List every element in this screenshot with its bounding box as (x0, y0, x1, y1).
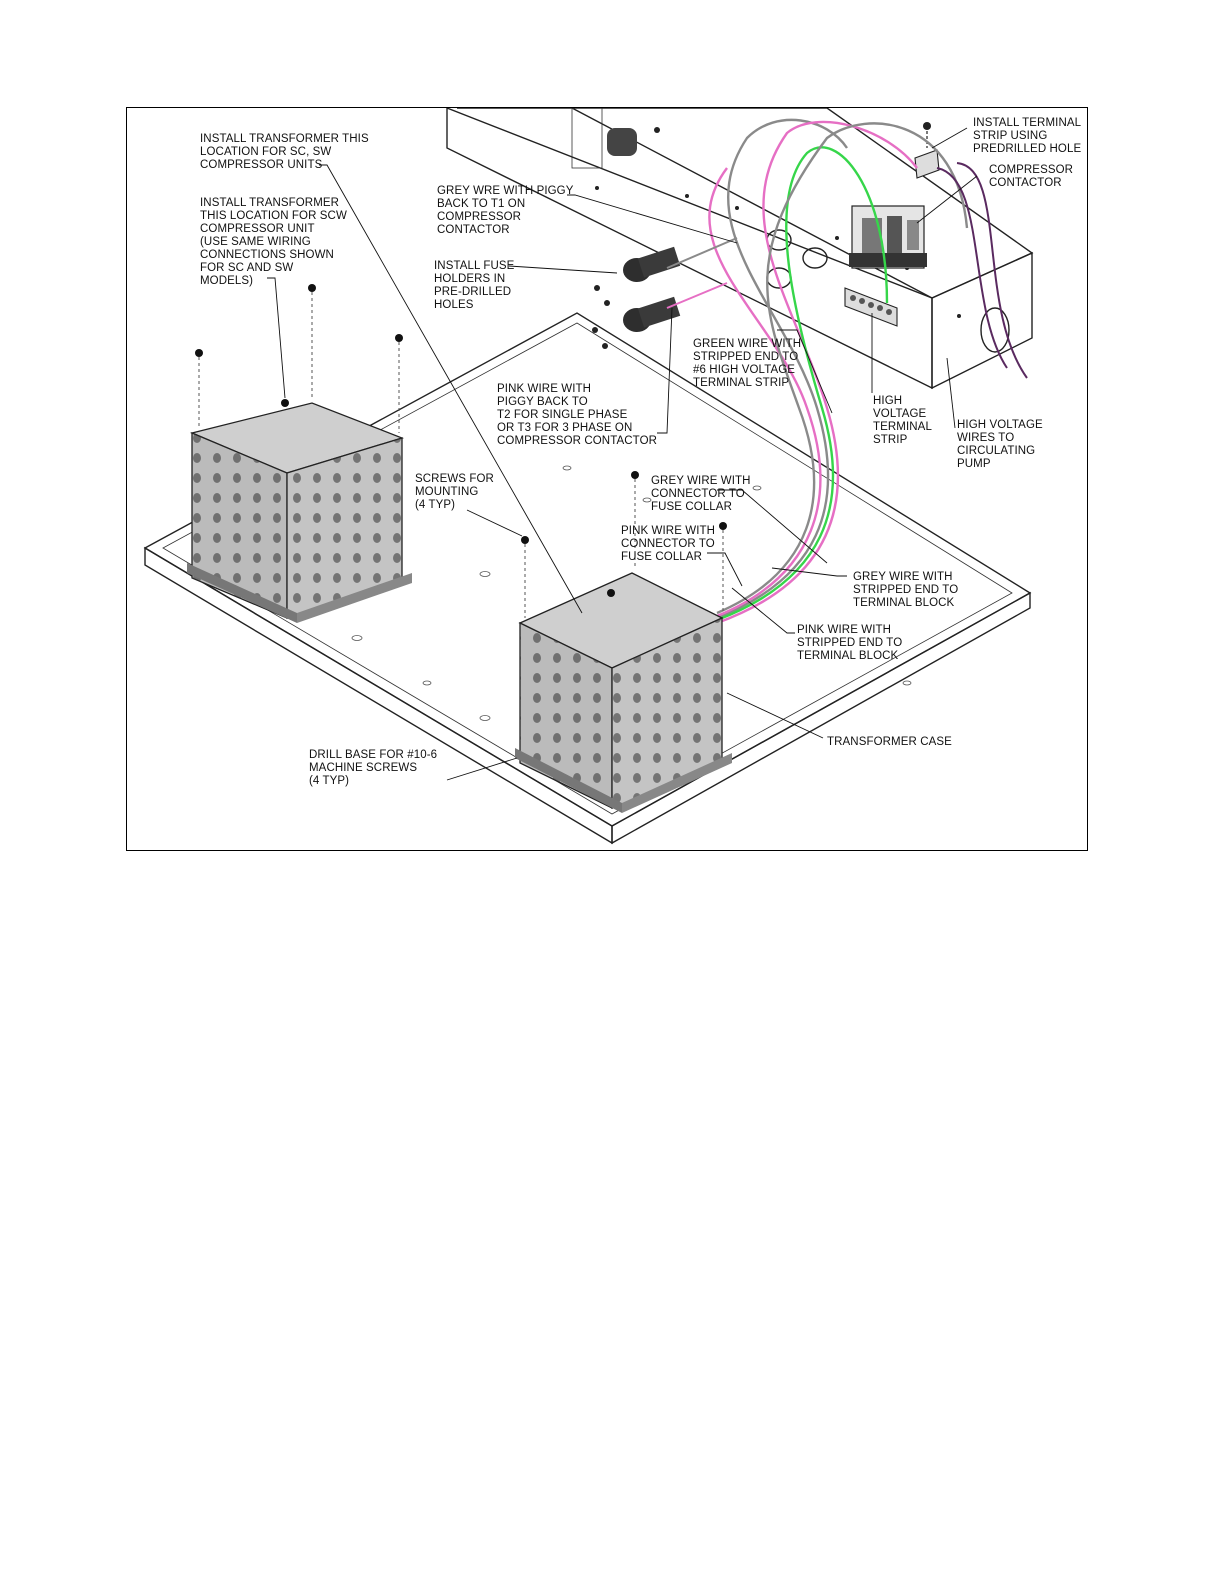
svg-text:COMPRESSOR: COMPRESSOR (437, 211, 521, 223)
svg-text:INSTALL TERMINAL: INSTALL TERMINAL (973, 117, 1082, 129)
wire-harness (666, 118, 1028, 625)
svg-text:STRIPPED END TO: STRIPPED END TO (693, 351, 798, 363)
svg-text:COMPRESSOR CONTACTOR: COMPRESSOR CONTACTOR (497, 435, 657, 447)
callout-drill-base: DRILL BASE FOR #10-6 MACHINE SCREWS (4 T… (309, 749, 437, 787)
svg-text:HIGH VOLTAGE: HIGH VOLTAGE (957, 419, 1043, 431)
svg-text:CONNECTIONS SHOWN: CONNECTIONS SHOWN (200, 249, 334, 261)
svg-text:#6 HIGH VOLTAGE: #6 HIGH VOLTAGE (693, 364, 795, 376)
callout-terminal-strip-install: INSTALL TERMINAL STRIP USING PREDRILLED … (973, 117, 1082, 155)
svg-text:PIGGY BACK TO: PIGGY BACK TO (497, 396, 588, 408)
svg-text:(USE SAME WIRING: (USE SAME WIRING (200, 236, 311, 248)
svg-text:SCREWS FOR: SCREWS FOR (415, 473, 494, 485)
svg-text:(4 TYP): (4 TYP) (415, 499, 455, 511)
svg-text:TRANSFORMER CASE: TRANSFORMER CASE (827, 736, 952, 748)
svg-text:COMPRESSOR UNIT: COMPRESSOR UNIT (200, 223, 315, 235)
svg-text:PINK WIRE WITH: PINK WIRE WITH (621, 525, 715, 537)
svg-text:PRE-DRILLED: PRE-DRILLED (434, 286, 511, 298)
svg-text:STRIPPED END TO: STRIPPED END TO (797, 637, 902, 649)
svg-text:FUSE COLLAR: FUSE COLLAR (651, 501, 732, 513)
callout-fuse-holders: INSTALL FUSE HOLDERS IN PRE-DRILLED HOLE… (434, 260, 515, 311)
svg-text:WIRES TO: WIRES TO (957, 432, 1014, 444)
svg-text:COMPRESSOR UNITS: COMPRESSOR UNITS (200, 159, 323, 171)
svg-text:HIGH: HIGH (873, 395, 902, 407)
callout-transformer-scw: INSTALL TRANSFORMER THIS LOCATION FOR SC… (200, 197, 347, 287)
fuse-holder-upper (623, 246, 681, 282)
svg-text:PINK WIRE WITH: PINK WIRE WITH (497, 383, 591, 395)
leader-lines (267, 127, 978, 781)
transformer-case-left (187, 399, 412, 623)
svg-text:STRIPPED END TO: STRIPPED END TO (853, 584, 958, 596)
svg-text:GREY WRE WITH PIGGY: GREY WRE WITH PIGGY (437, 185, 574, 197)
svg-text:FOR SC AND SW: FOR SC AND SW (200, 262, 293, 274)
svg-text:PREDRILLED HOLE: PREDRILLED HOLE (973, 143, 1081, 155)
callout-grey-wire-fuse: GREY WIRE WITH CONNECTOR TO FUSE COLLAR (651, 475, 751, 513)
callout-green-wire: GREEN WIRE WITH STRIPPED END TO #6 HIGH … (693, 338, 801, 389)
svg-text:PINK WIRE WITH: PINK WIRE WITH (797, 624, 891, 636)
control-box (446, 108, 1034, 390)
fuse-screws (592, 285, 610, 349)
svg-text:TERMINAL: TERMINAL (873, 421, 932, 433)
transformer-case-right (515, 572, 732, 813)
terminal-strip-top (914, 122, 940, 179)
wiring-diagram: INSTALL TRANSFORMER THIS LOCATION FOR SC… (143, 108, 1082, 845)
svg-text:CIRCULATING: CIRCULATING (957, 445, 1035, 457)
svg-text:GREEN WIRE WITH: GREEN WIRE WITH (693, 338, 801, 350)
callout-pink-wire-fuse: PINK WIRE WITH CONNECTOR TO FUSE COLLAR (621, 525, 715, 563)
svg-text:BACK TO T1 ON: BACK TO T1 ON (437, 198, 525, 210)
callout-pink-wire-piggy: PINK WIRE WITH PIGGY BACK TO T2 FOR SING… (497, 383, 657, 447)
svg-text:LOCATION FOR SC, SW: LOCATION FOR SC, SW (200, 146, 331, 158)
compressor-contactor (849, 205, 927, 269)
high-voltage-terminal-strip (844, 287, 898, 327)
base-tray (143, 312, 1032, 845)
svg-text:MACHINE SCREWS: MACHINE SCREWS (309, 762, 417, 774)
svg-text:PUMP: PUMP (957, 458, 991, 470)
callout-screws-mounting: SCREWS FOR MOUNTING (4 TYP) (415, 473, 494, 511)
svg-text:THIS LOCATION FOR SCW: THIS LOCATION FOR SCW (200, 210, 347, 222)
svg-text:TERMINAL BLOCK: TERMINAL BLOCK (853, 597, 955, 609)
svg-text:INSTALL TRANSFORMER THIS: INSTALL TRANSFORMER THIS (200, 133, 369, 145)
svg-text:HOLDERS IN: HOLDERS IN (434, 273, 505, 285)
callout-hv-terminal-strip: HIGH VOLTAGE TERMINAL STRIP (873, 395, 932, 446)
tray-holes (351, 465, 912, 721)
svg-text:TERMINAL STRIP: TERMINAL STRIP (693, 377, 789, 389)
svg-text:GREY WIRE WITH: GREY WIRE WITH (853, 571, 953, 583)
svg-text:HOLES: HOLES (434, 299, 474, 311)
fuse-holder-lower (623, 296, 681, 332)
svg-text:OR T3 FOR 3 PHASE ON: OR T3 FOR 3 PHASE ON (497, 422, 632, 434)
svg-text:COMPRESSOR: COMPRESSOR (989, 164, 1073, 176)
svg-text:GREY WIRE WITH: GREY WIRE WITH (651, 475, 751, 487)
callout-hv-wires-pump: HIGH VOLTAGE WIRES TO CIRCULATING PUMP (957, 419, 1043, 470)
svg-text:STRIP USING: STRIP USING (973, 130, 1047, 142)
callout-transformer-case: TRANSFORMER CASE (827, 736, 952, 748)
svg-text:(4 TYP): (4 TYP) (309, 775, 349, 787)
svg-text:INSTALL FUSE: INSTALL FUSE (434, 260, 515, 272)
svg-text:STRIP: STRIP (873, 434, 908, 446)
diagram-frame: INSTALL TRANSFORMER THIS LOCATION FOR SC… (126, 107, 1088, 851)
svg-text:FUSE COLLAR: FUSE COLLAR (621, 551, 702, 563)
svg-text:CONTACTOR: CONTACTOR (437, 224, 510, 236)
svg-text:CONNECTOR TO: CONNECTOR TO (621, 538, 715, 550)
svg-text:T2 FOR SINGLE PHASE: T2 FOR SINGLE PHASE (497, 409, 628, 421)
callout-transformer-sc-sw: INSTALL TRANSFORMER THIS LOCATION FOR SC… (200, 133, 369, 171)
callout-grey-wire-piggy: GREY WRE WITH PIGGY BACK TO T1 ON COMPRE… (437, 185, 574, 236)
callout-pink-wire-block: PINK WIRE WITH STRIPPED END TO TERMINAL … (797, 624, 902, 662)
svg-text:INSTALL TRANSFORMER: INSTALL TRANSFORMER (200, 197, 339, 209)
callout-compressor-contactor: COMPRESSOR CONTACTOR (989, 164, 1073, 189)
svg-text:MODELS): MODELS) (200, 275, 253, 287)
svg-text:TERMINAL BLOCK: TERMINAL BLOCK (797, 650, 899, 662)
svg-text:CONNECTOR TO: CONNECTOR TO (651, 488, 745, 500)
svg-text:CONTACTOR: CONTACTOR (989, 177, 1062, 189)
svg-text:VOLTAGE: VOLTAGE (873, 408, 927, 420)
svg-text:DRILL BASE FOR #10-6: DRILL BASE FOR #10-6 (309, 749, 437, 761)
mounting-screws (195, 284, 727, 618)
svg-text:MOUNTING: MOUNTING (415, 486, 478, 498)
callout-grey-wire-block: GREY WIRE WITH STRIPPED END TO TERMINAL … (853, 571, 958, 609)
